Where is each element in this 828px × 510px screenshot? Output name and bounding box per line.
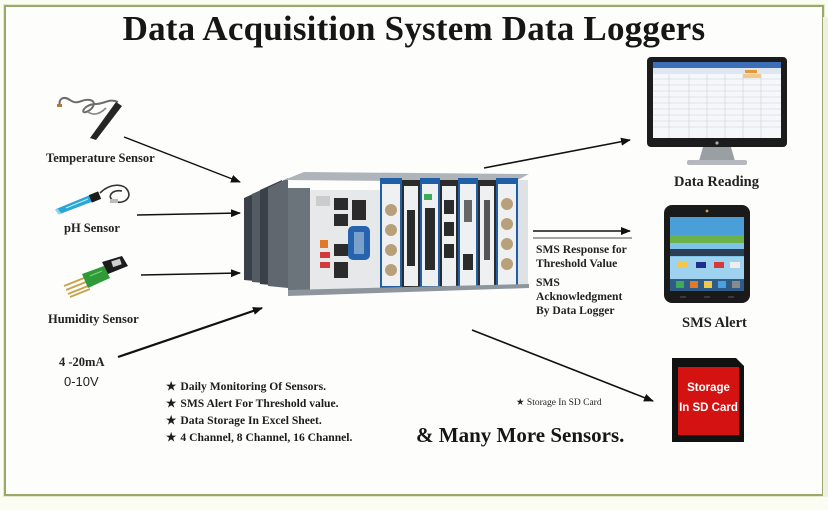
monitor-icon bbox=[647, 57, 787, 165]
star-icon: ★ bbox=[166, 414, 177, 427]
star-icon: ★ bbox=[516, 398, 525, 408]
page-title: Data Acquisition System Data Loggers bbox=[122, 9, 706, 48]
humidity-sensor-label: Humidity Sensor bbox=[48, 312, 139, 326]
feature-item: ★Data Storage In Excel Sheet. bbox=[166, 412, 352, 429]
humidity-chip-icon bbox=[63, 256, 128, 298]
temperature-probe-icon bbox=[57, 97, 122, 140]
data-reading-label: Data Reading bbox=[674, 174, 759, 190]
voltage-input-label: 0-10V bbox=[64, 374, 99, 389]
sd-card-icon: Storage In SD Card bbox=[672, 358, 744, 442]
feature-item: ★Daily Monitoring Of Sensors. bbox=[166, 378, 352, 395]
star-icon: ★ bbox=[166, 431, 177, 444]
feature-list: ★Daily Monitoring Of Sensors. ★SMS Alert… bbox=[166, 378, 352, 446]
current-input-label: 4 -20mA bbox=[59, 355, 105, 369]
temperature-sensor-label: Temperature Sensor bbox=[46, 151, 155, 165]
sms-ack-line-1: SMS bbox=[536, 276, 560, 289]
star-icon: ★ bbox=[166, 380, 177, 393]
sd-storage-note: ★ Storage In SD Card bbox=[516, 397, 602, 408]
sms-response-line-1: SMS Response for bbox=[536, 243, 627, 256]
feature-item: ★4 Channel, 8 Channel, 16 Channel. bbox=[166, 429, 352, 446]
sms-ack-text: SMS Acknowledgment By Data Logger bbox=[536, 276, 622, 318]
feature-text: Daily Monitoring Of Sensors. bbox=[180, 380, 326, 393]
sd-storage-note-text: Storage In SD Card bbox=[526, 398, 602, 408]
data-acquisition-chassis-icon bbox=[244, 172, 529, 296]
ph-probe-icon bbox=[54, 184, 130, 215]
feature-text: 4 Channel, 8 Channel, 16 Channel. bbox=[180, 431, 353, 444]
sms-response-text: SMS Response for Threshold Value bbox=[536, 243, 627, 271]
star-icon: ★ bbox=[166, 397, 177, 410]
sd-card-text-line-2: In SD Card bbox=[679, 402, 738, 414]
sd-card-text-line-1: Storage bbox=[687, 382, 730, 394]
sms-response-line-2: Threshold Value bbox=[536, 257, 618, 270]
feature-text: SMS Alert For Threshold value. bbox=[180, 397, 339, 410]
ph-sensor-label: pH Sensor bbox=[64, 221, 120, 235]
many-more-sensors-caption: & Many More Sensors. bbox=[416, 423, 625, 447]
sms-ack-line-2: Acknowledgment bbox=[536, 290, 623, 303]
sms-alert-label: SMS Alert bbox=[682, 315, 747, 331]
smartphone-icon bbox=[664, 205, 750, 303]
feature-item: ★SMS Alert For Threshold value. bbox=[166, 395, 352, 412]
sms-ack-line-3: By Data Logger bbox=[536, 304, 615, 317]
feature-text: Data Storage In Excel Sheet. bbox=[180, 414, 322, 427]
